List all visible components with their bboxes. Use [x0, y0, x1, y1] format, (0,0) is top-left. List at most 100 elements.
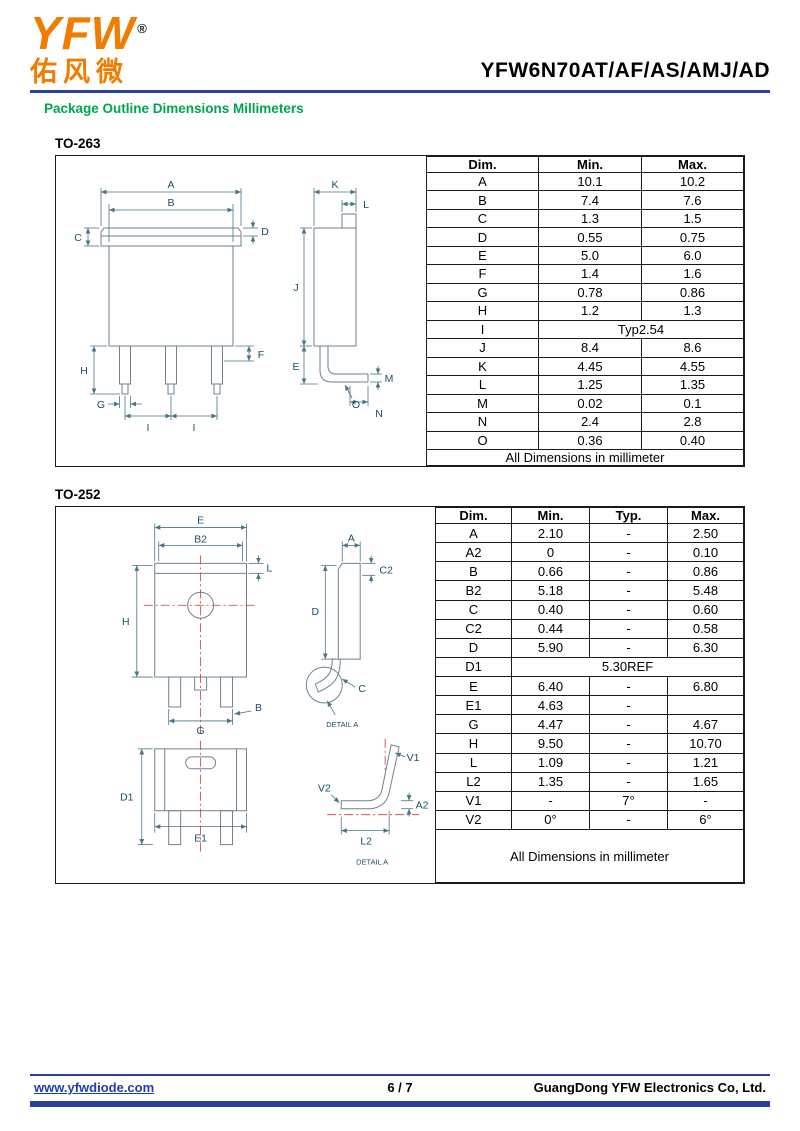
min-cell: 0.55: [538, 227, 642, 247]
table-row: V1 - 7° -: [435, 790, 744, 811]
max-cell: 10.70: [667, 733, 744, 754]
footer-row: www.yfwdiode.com 6 / 7 GuangDong YFW Ele…: [30, 1076, 770, 1101]
website-link[interactable]: www.yfwdiode.com: [34, 1080, 155, 1095]
dim-label: V1: [407, 753, 420, 764]
dim-cell: K: [426, 356, 539, 377]
dim-label: C: [358, 684, 366, 695]
max-cell: 6.80: [667, 675, 744, 697]
to263-side-dims: [300, 188, 382, 406]
dim-cell: B: [435, 561, 512, 582]
max-cell: 1.65: [667, 771, 744, 792]
dim-label: L2: [360, 837, 372, 848]
max-cell: 0.86: [667, 561, 744, 582]
max-cell: 1.21: [667, 752, 744, 773]
page-header: YFW® 佑风微 YFW6N70AT/AF/AS/AMJ/AD: [0, 0, 800, 86]
max-cell: 1.5: [641, 208, 744, 229]
typ-cell: -: [589, 599, 668, 620]
min-cell: 0°: [511, 809, 590, 831]
max-cell: 10.2: [641, 171, 744, 192]
max-cell: 2.8: [641, 412, 744, 432]
col-header-dim: Dim.: [426, 156, 539, 173]
table-row: H 9.50 - 10.70: [435, 733, 744, 754]
to252-side-view: [305, 562, 361, 704]
min-cell: 1.35: [511, 771, 590, 792]
table-row: K 4.45 4.55: [426, 356, 744, 377]
detail-a-label: DETAIL A: [326, 720, 358, 729]
table-row: B2 5.18 - 5.48: [435, 580, 744, 601]
dim-cell: L: [426, 375, 539, 395]
table-row: V2 0° - 6°: [435, 809, 744, 831]
min-cell: 1.25: [538, 375, 642, 395]
dim-label: H: [122, 617, 130, 628]
max-cell: 0.1: [641, 393, 744, 414]
typ-cell: -: [589, 561, 668, 582]
dim-label: M: [385, 373, 394, 385]
typ-cell: -: [589, 522, 668, 544]
col-header-max: Max.: [641, 156, 744, 173]
dim-label: A2: [416, 801, 429, 812]
max-cell: 1.3: [641, 301, 744, 321]
table-body-special: I Typ2.54: [426, 319, 744, 340]
max-cell: 0.75: [641, 227, 744, 247]
dim-label: G: [197, 726, 205, 737]
table-row: B 0.66 - 0.86: [435, 561, 744, 582]
to252-detail-view: [340, 744, 400, 810]
dim-label: I: [193, 422, 196, 434]
dim-label: D1: [120, 793, 134, 804]
table-body: A 10.1 10.2 B 7.4 7.6 C 1.3 1.5: [426, 171, 744, 321]
dim-label: I: [147, 422, 150, 434]
table-body-special: D1 5.30REF: [435, 656, 744, 678]
to252-outline-box: E B2 L H G B A C2 D C DETAIL A D1 E1 V1 …: [55, 506, 745, 884]
table-row: J 8.4 8.6: [426, 338, 744, 358]
dim-cell: G: [435, 714, 512, 735]
typ-cell: 7°: [589, 790, 668, 811]
header-rule: [30, 90, 770, 93]
max-cell: 0.58: [667, 618, 744, 639]
dim-label: D: [312, 607, 320, 618]
max-cell: 0.86: [641, 282, 744, 303]
dim-label: A: [348, 533, 355, 544]
max-cell: 1.6: [641, 264, 744, 284]
dim-cell: D: [435, 637, 512, 658]
table-row: G 0.78 0.86: [426, 282, 744, 303]
company-name: GuangDong YFW Electronics Co, Ltd.: [533, 1080, 766, 1095]
table-row: B 7.4 7.6: [426, 190, 744, 210]
table-row: N 2.4 2.8: [426, 412, 744, 432]
table-footer-row: All Dimensions in millimeter: [426, 449, 744, 466]
page-footer: www.yfwdiode.com 6 / 7 GuangDong YFW Ele…: [30, 1074, 770, 1107]
dim-cell: B2: [435, 580, 512, 601]
dim-cell: D1: [435, 656, 512, 678]
table-row: A 10.1 10.2: [426, 171, 744, 192]
min-cell: 1.3: [538, 208, 642, 229]
document-title: YFW6N70AT/AF/AS/AMJ/AD: [480, 59, 770, 82]
typ-span-cell: Typ2.54: [538, 319, 744, 340]
page-number: 6 / 7: [387, 1080, 413, 1095]
min-cell: 0.02: [538, 393, 642, 414]
ref-span-cell: 5.30REF: [511, 656, 744, 678]
max-cell: 8.6: [641, 338, 744, 358]
dim-cell: L2: [435, 771, 512, 792]
dim-label: J: [293, 282, 298, 294]
to252-dims: [131, 523, 414, 846]
max-cell: 1.35: [641, 375, 744, 395]
dim-label: O: [352, 399, 360, 411]
min-cell: 2.4: [538, 412, 642, 432]
to263-drawing-area: A B C D F H G I I K L J M E O N: [56, 156, 426, 466]
dim-cell: H: [426, 301, 539, 321]
dim-cell: C: [426, 208, 539, 229]
table-header-row: Dim. Min. Max.: [426, 156, 744, 173]
typ-cell: -: [589, 714, 668, 735]
table-row: L 1.25 1.35: [426, 375, 744, 395]
max-cell: 0.60: [667, 599, 744, 620]
registered-trademark-icon: ®: [137, 20, 148, 36]
dim-cell: G: [426, 282, 539, 303]
typ-cell: -: [589, 618, 668, 639]
dim-cell: E: [426, 245, 539, 266]
table-row: E 5.0 6.0: [426, 245, 744, 266]
table-footer-row: All Dimensions in millimeter: [435, 829, 744, 883]
table-row: L2 1.35 - 1.65: [435, 771, 744, 792]
typ-cell: -: [589, 542, 668, 563]
dim-cell: C: [435, 599, 512, 620]
dim-cell: I: [426, 319, 539, 340]
min-cell: 4.45: [538, 356, 642, 377]
